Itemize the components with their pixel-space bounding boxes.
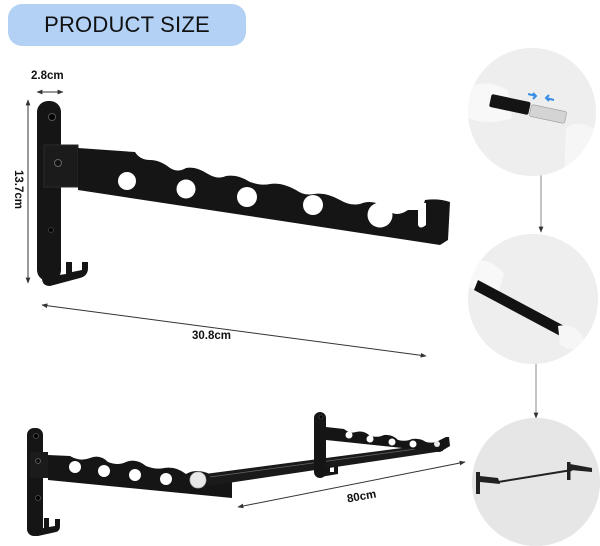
hook xyxy=(42,250,88,286)
silver-connector xyxy=(529,104,567,124)
top-bracket-drawing xyxy=(25,89,450,358)
rod-insert-illustration xyxy=(468,48,596,176)
detail-circle-connected xyxy=(468,234,598,364)
rod-connected-illustration xyxy=(468,234,598,364)
black-rod-end xyxy=(489,94,531,115)
length-dimension-line xyxy=(41,303,427,358)
assembled-rack-drawing xyxy=(27,412,466,536)
installed-rack-illustration xyxy=(472,418,600,546)
length-dimension-label: 30.8cm xyxy=(192,330,232,342)
black-rod xyxy=(474,280,568,338)
rod-dimension-line xyxy=(237,460,466,509)
product-size-header: PRODUCT SIZE xyxy=(8,4,246,46)
header-title: PRODUCT SIZE xyxy=(44,12,210,37)
width-dimension-label: 2.8cm xyxy=(31,70,64,82)
arrow-left-icon xyxy=(544,94,555,102)
detail-circle-installed xyxy=(472,418,600,546)
detail-circle-insert xyxy=(468,48,596,176)
height-dimension-label: 13.7cm xyxy=(12,170,24,210)
arrow-right-icon xyxy=(527,92,538,100)
arm xyxy=(78,148,450,245)
